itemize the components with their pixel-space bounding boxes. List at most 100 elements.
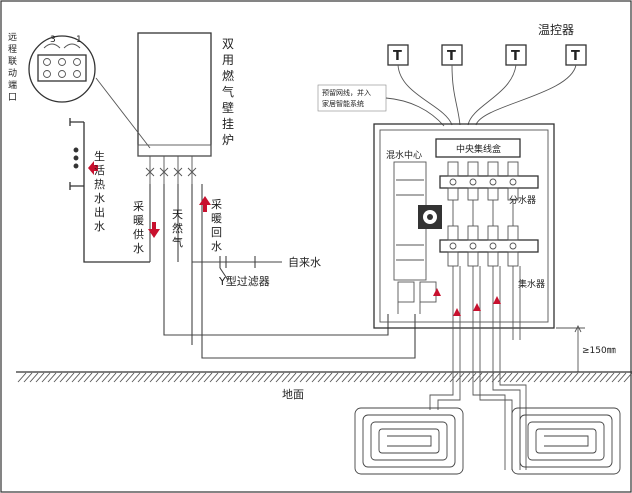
- reserved-line-label: 预留网线，并入家居智能系统: [322, 88, 371, 108]
- hatch-stroke: [47, 372, 57, 383]
- hatch-stroke: [29, 372, 39, 383]
- hatch-stroke: [155, 372, 165, 383]
- hatch-stroke: [437, 372, 447, 383]
- hatch-stroke: [71, 372, 81, 383]
- thermostat-3: T: [505, 44, 527, 66]
- hatch-stroke: [563, 372, 573, 383]
- height-note: ≥150㎜: [582, 346, 616, 356]
- heat-return-arrow: [199, 196, 211, 212]
- hatch-stroke: [431, 372, 441, 383]
- distributor-label: 分水器: [509, 194, 536, 206]
- hatch-stroke: [197, 372, 207, 383]
- hatch-stroke: [215, 372, 225, 383]
- hatch-stroke: [533, 372, 543, 383]
- hatch-stroke: [149, 372, 159, 383]
- manifold-flow-arrows: [433, 288, 501, 316]
- heat-supply-label: 采暖供水: [133, 200, 144, 255]
- hatch-stroke: [23, 372, 33, 383]
- hatch-stroke: [209, 372, 219, 383]
- mixing-center: [393, 161, 442, 314]
- hatch-stroke: [449, 372, 459, 383]
- hatch-stroke: [131, 372, 141, 383]
- hatch-stroke: [557, 372, 567, 383]
- hatch-stroke: [257, 372, 267, 383]
- hatch-stroke: [281, 372, 291, 383]
- hatch-stroke: [89, 372, 99, 383]
- hatch-stroke: [467, 372, 477, 383]
- thermostat-symbol: T: [511, 49, 520, 64]
- hatch-stroke: [461, 372, 471, 383]
- hatch-stroke: [59, 372, 69, 383]
- ground-hatching: [17, 372, 632, 383]
- hatch-stroke: [419, 372, 429, 383]
- hatch-stroke: [221, 372, 231, 383]
- tap-water-line: [192, 256, 282, 281]
- distributor-manifold: [439, 161, 539, 201]
- central-collector-box: [435, 138, 521, 158]
- remote-port-label: 远程联 动端口: [8, 32, 20, 103]
- boiler-pipes: [149, 184, 416, 359]
- thermostat-symbol: T: [393, 49, 402, 64]
- boiler-body: [137, 32, 212, 157]
- hatch-stroke: [239, 372, 249, 383]
- hatch-stroke: [287, 372, 297, 383]
- dhw-flow-arrow: [88, 161, 98, 175]
- hatch-stroke: [617, 372, 627, 383]
- collector-manifold: [439, 225, 539, 267]
- hatch-stroke: [41, 372, 51, 383]
- ground-label: 地面: [282, 388, 304, 401]
- thermostat-2: T: [441, 44, 463, 66]
- hatch-stroke: [425, 372, 435, 383]
- hatch-stroke: [383, 372, 393, 383]
- hatch-stroke: [407, 372, 417, 383]
- hatch-stroke: [593, 372, 603, 383]
- hatch-stroke: [413, 372, 423, 383]
- hatch-stroke: [305, 372, 315, 383]
- hatch-stroke: [515, 372, 525, 383]
- hatch-stroke: [227, 372, 237, 383]
- collector-label: 集水器: [518, 278, 545, 290]
- heat-return-label: 采暖回水: [211, 198, 222, 253]
- hatch-stroke: [347, 372, 357, 383]
- floor-heating-coil-left: [354, 407, 464, 475]
- hatch-stroke: [527, 372, 537, 383]
- hatch-stroke: [185, 372, 195, 383]
- hatch-stroke: [167, 372, 177, 383]
- hatch-stroke: [473, 372, 483, 383]
- hatch-stroke: [611, 372, 621, 383]
- hatch-stroke: [17, 372, 27, 383]
- hatch-stroke: [65, 372, 75, 383]
- hatch-stroke: [353, 372, 363, 383]
- hatch-stroke: [101, 372, 111, 383]
- manifold-cabinet: [373, 123, 555, 329]
- natural-gas-label: 天然气: [172, 208, 183, 249]
- remote-signal-line: [95, 77, 151, 149]
- hatch-stroke: [233, 372, 243, 383]
- height-dimension: [556, 324, 585, 372]
- hatch-stroke: [503, 372, 513, 383]
- hatch-stroke: [251, 372, 261, 383]
- floor-heating-coil-right: [511, 407, 621, 475]
- hatch-stroke: [443, 372, 453, 383]
- reserved-line-wire: [385, 97, 445, 127]
- boiler-valves: [145, 156, 197, 184]
- hatch-stroke: [539, 372, 549, 383]
- hatch-stroke: [401, 372, 411, 383]
- hatch-stroke: [299, 372, 309, 383]
- hatch-stroke: [125, 372, 135, 383]
- hatch-stroke: [575, 372, 585, 383]
- hatch-stroke: [497, 372, 507, 383]
- central-collector-label: 中央集线盒: [456, 143, 501, 155]
- hatch-stroke: [323, 372, 333, 383]
- hatch-stroke: [329, 372, 339, 383]
- hatch-stroke: [317, 372, 327, 383]
- heat-supply-arrow: [148, 222, 160, 238]
- hatch-stroke: [371, 372, 381, 383]
- thermostat-symbol: T: [571, 49, 580, 64]
- y-filter-label: Y型过滤器: [218, 274, 270, 288]
- hatch-stroke: [521, 372, 531, 383]
- hatch-stroke: [263, 372, 273, 383]
- mixing-center-label: 混水中心: [386, 149, 422, 161]
- manifold-loop-lines: [452, 200, 521, 340]
- hatch-stroke: [113, 372, 123, 383]
